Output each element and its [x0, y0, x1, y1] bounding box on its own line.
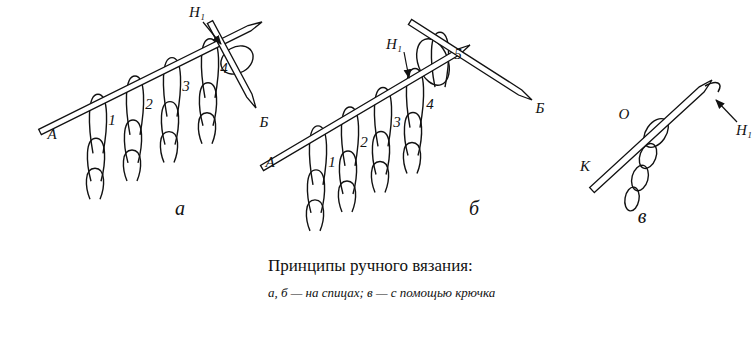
knitting-needle	[590, 80, 712, 193]
stitch-loop	[160, 132, 177, 163]
needles	[39, 19, 720, 192]
stitch-loop	[404, 113, 421, 156]
callout-label: 1	[328, 155, 336, 170]
knitting-needle	[408, 19, 532, 100]
knitting-needle	[207, 21, 256, 108]
stitch-loop	[161, 102, 178, 145]
stitch-loop	[123, 150, 140, 181]
caption-note: а, б — на спицах; в — с помощью крючка	[268, 286, 495, 299]
stitch-loop	[87, 138, 104, 181]
stitch-loop	[199, 83, 216, 126]
direction-arrow	[203, 22, 221, 44]
callout-label: Н₁	[386, 37, 402, 52]
knitting-needle	[260, 45, 470, 171]
direction-arrows	[203, 22, 737, 122]
callout-label: 4	[220, 61, 228, 76]
callout-label: А	[47, 127, 56, 142]
stitch-loop	[198, 113, 215, 144]
stitch-loop	[403, 143, 420, 174]
direction-arrow	[716, 100, 737, 122]
callout-label: 3	[182, 79, 190, 94]
stitch-loop	[371, 161, 388, 192]
stitch-loop	[307, 170, 324, 213]
callout-label: Б	[260, 115, 269, 130]
callout-label: 1	[108, 113, 116, 128]
stitch-loop	[86, 168, 103, 199]
callout-label: Н₁	[736, 123, 752, 138]
callout-label: К	[580, 159, 590, 174]
panel-letter: б	[469, 198, 479, 218]
callout-label: Н₁	[189, 5, 205, 20]
callout-label: 4	[426, 97, 434, 112]
stitch-loop	[339, 151, 356, 194]
callout-label: А	[265, 155, 274, 170]
callout-label: Б	[536, 101, 545, 116]
direction-arrow	[404, 52, 409, 78]
knitting-needle	[39, 22, 262, 135]
callout-label: 5	[454, 47, 462, 62]
panel-letter: в	[638, 206, 647, 226]
panel-letter: а	[175, 198, 185, 218]
hook-tip	[705, 83, 720, 92]
working-loop	[629, 163, 651, 192]
caption: Принципы ручного вязания:	[268, 256, 473, 276]
callout-label: О	[619, 107, 630, 122]
callout-label: 2	[360, 135, 368, 150]
callout-label: 2	[145, 97, 153, 112]
stitch-loop	[372, 131, 389, 174]
stitch-loop	[338, 181, 355, 212]
callout-label: 3	[393, 115, 401, 130]
stitch-loop	[124, 120, 141, 163]
stitch-loop	[306, 200, 323, 231]
